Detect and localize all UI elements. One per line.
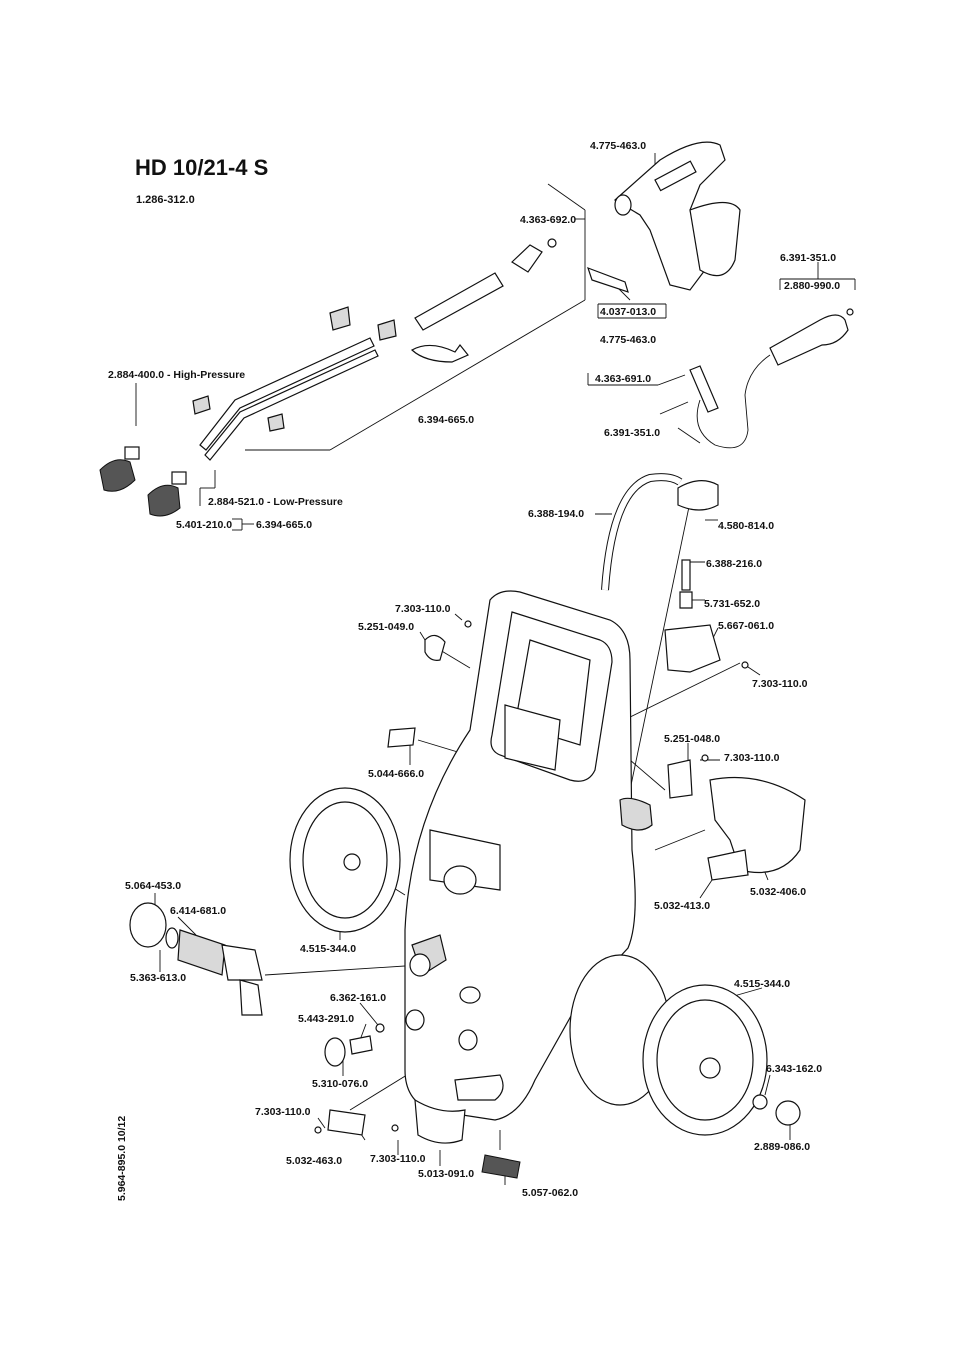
part-label: 4.515-344.0 — [300, 943, 357, 955]
document-number: 5.964-895.0 10/12 — [116, 1115, 128, 1201]
part-label: 5.310-076.0 — [312, 1078, 369, 1090]
part-label: 4.363-692.0 — [520, 214, 577, 226]
model-number: 1.286-312.0 — [136, 194, 195, 206]
machine-body-drawing — [404, 590, 653, 1121]
part-label: 5.251-049.0 — [358, 621, 415, 633]
part-label: 5.013-091.0 — [418, 1168, 475, 1180]
part-label: 5.032-413.0 — [654, 900, 711, 912]
part-label: 6.414-681.0 — [170, 905, 227, 917]
part-label: 2.884-521.0 - Low-Pressure — [208, 496, 343, 508]
part-label: 6.343-162.0 — [766, 1063, 823, 1075]
part-label: 6.391-351.0 — [780, 252, 837, 264]
part-label: 2.884-400.0 - High-Pressure — [108, 369, 246, 381]
part-label: 4.580-814.0 — [718, 520, 775, 532]
part-label: 7.303-110.0 — [255, 1106, 311, 1118]
part-label: 4.775-463.0 — [590, 140, 647, 152]
part-label: 7.303-110.0 — [395, 603, 451, 615]
part-label: 5.443-291.0 — [298, 1013, 355, 1025]
part-label: 2.880-990.0 — [784, 280, 841, 292]
part-label: 6.362-161.0 — [330, 992, 387, 1004]
part-label: 6.388-194.0 — [528, 508, 585, 520]
part-label: 6.394-665.0 — [418, 414, 475, 426]
part-label: 6.388-216.0 — [706, 558, 763, 570]
part-label: 4.363-691.0 — [595, 373, 652, 385]
bottom-parts-drawing — [314, 1098, 521, 1179]
part-label: 6.391-351.0 — [604, 427, 661, 439]
part-label: 7.303-110.0 — [752, 678, 808, 690]
part-label: 5.731-652.0 — [704, 598, 761, 610]
part-label: 5.363-613.0 — [130, 972, 187, 984]
part-label: 5.032-406.0 — [750, 886, 807, 898]
part-label: 5.032-463.0 — [286, 1155, 343, 1167]
part-label: 4.775-463.0 — [600, 334, 657, 346]
part-label: 7.303-110.0 — [724, 752, 780, 764]
wheels-drawing — [289, 787, 801, 1136]
accessories-drawing — [387, 620, 806, 881]
part-label: 5.044-666.0 — [368, 768, 425, 780]
part-label: 4.515-344.0 — [734, 978, 791, 990]
part-label: 5.057-062.0 — [522, 1187, 579, 1199]
inlet-drawing — [129, 902, 385, 1067]
hose-drawing — [601, 308, 854, 609]
spray-gun-drawing — [511, 141, 741, 293]
part-label: 4.037-013.0 — [600, 306, 657, 318]
part-label: 2.889-086.0 — [754, 1141, 811, 1153]
part-label: 5.667-061.0 — [718, 620, 775, 632]
part-label: 5.401-210.0 — [176, 519, 233, 531]
part-label: 5.251-048.0 — [664, 733, 721, 745]
part-label: 7.303-110.0 — [370, 1153, 426, 1165]
part-label: 6.394-665.0 — [256, 519, 313, 531]
page-title: HD 10/21-4 S — [135, 155, 269, 180]
lance-drawing — [99, 272, 504, 517]
part-label: 5.064-453.0 — [125, 880, 182, 892]
